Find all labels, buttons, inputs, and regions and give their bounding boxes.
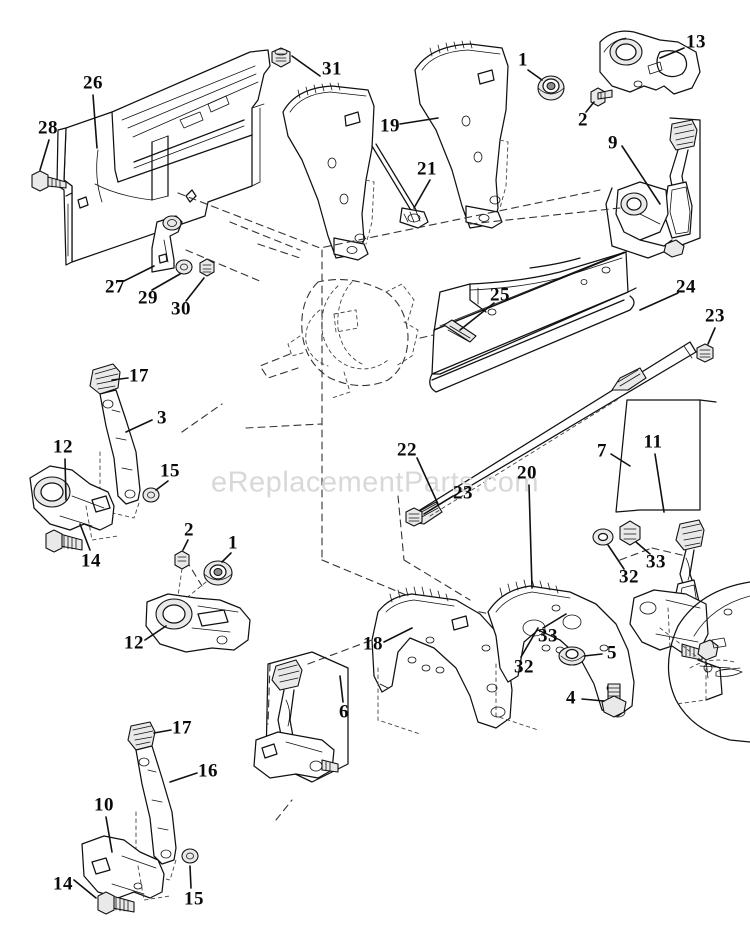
callout-number-33-locknut: 33: [646, 551, 666, 573]
callout-number-4-bolt: 4: [566, 687, 576, 709]
part-28-bolt: [31, 170, 67, 192]
part-16-lever-arm: [135, 745, 177, 881]
phantom-assembly-guides: [177, 189, 687, 821]
part-7-panel: [615, 399, 717, 513]
part-30-locknut: [199, 258, 215, 277]
callout-number-21-rod-link: 21: [417, 158, 437, 180]
callout-number-2-bolt: 2: [184, 519, 194, 541]
callout-number-26-console-housing: 26: [83, 72, 103, 94]
callout-number-15-washer: 15: [184, 888, 204, 910]
callout-number-23-locknut: 23: [453, 482, 473, 504]
part-26-console-housing: [56, 49, 271, 266]
part-23-locknut-upper: [696, 343, 714, 363]
callout-number-33-locknut: 33: [538, 625, 558, 647]
part-20-support-plate: [487, 579, 635, 731]
callout-number-24-shield-guard: 24: [676, 276, 696, 298]
phantom-transmission-assembly: [259, 279, 419, 399]
part-23-locknut-lower: [405, 507, 423, 527]
callout-number-19-side-panel: 19: [380, 115, 400, 137]
callout-number-2-bolt: 2: [578, 109, 588, 131]
callout-number-10-hub-bracket: 10: [94, 794, 114, 816]
part-11-lever-assembly: [629, 519, 723, 701]
callout-number-18-support-plate: 18: [363, 633, 383, 655]
callout-number-25-roll-pin: 25: [490, 284, 510, 306]
part-25-roll-pin: [443, 319, 477, 343]
part-4-bolt: [601, 683, 627, 718]
callout-number-12-hub-bracket: 12: [124, 632, 144, 654]
part-29-washer: [175, 259, 193, 275]
part-12-hub-bracket-upper: [29, 465, 119, 553]
part-32-washer-right: [592, 528, 614, 546]
callout-number-12-hub-bracket: 12: [53, 436, 73, 458]
part-3-lever-arm: [99, 389, 141, 519]
callout-number-32-washer: 32: [514, 656, 534, 678]
callout-number-5-flange-nut: 5: [607, 642, 617, 664]
callout-number-7-panel: 7: [597, 440, 607, 462]
callout-number-17-grip: 17: [172, 717, 192, 739]
part-24-shield-guard: [429, 251, 637, 393]
part-6-lever-assembly: [253, 651, 349, 783]
part-2-bolt-top: [590, 87, 613, 107]
part-17-grip-upper: [89, 363, 121, 395]
callout-number-17-grip: 17: [129, 365, 149, 387]
callout-number-30-locknut: 30: [171, 298, 191, 320]
part-13-shift-plate: [599, 30, 701, 95]
part-21-side-panel-front: [282, 82, 429, 261]
part-33-locknut-right: [619, 520, 641, 546]
callout-number-23-locknut: 23: [705, 305, 725, 327]
callout-number-31-locknut: 31: [322, 58, 342, 80]
callout-number-1-bearing: 1: [228, 532, 238, 554]
callout-number-27-bracket: 27: [105, 276, 125, 298]
callout-number-22-shaft: 22: [397, 439, 417, 461]
callout-number-6-lever-arm: 6: [339, 701, 349, 723]
part-12-hub-bracket-lower: [145, 593, 251, 653]
part-1-bearing-mid: [183, 560, 233, 601]
callout-number-16-lever-arm: 16: [198, 760, 218, 782]
part-5-flange-nut: [558, 646, 586, 666]
callout-number-9-lever-assembly: 9: [608, 132, 618, 154]
callout-number-20-support-plate: 20: [517, 462, 537, 484]
part-9-lever-assembly: [605, 117, 701, 259]
callout-number-14-bolt: 14: [53, 873, 73, 895]
part-31-locknut: [271, 47, 291, 68]
callout-number-11-lever: 11: [643, 431, 663, 453]
callout-number-29-washer: 29: [138, 287, 158, 309]
callout-number-32-washer: 32: [619, 566, 639, 588]
fender-wheel-outline: [659, 581, 750, 743]
callout-number-13-shift-plate: 13: [686, 31, 706, 53]
part-1-bearing-top: [537, 75, 565, 101]
callout-number-14-bolt: 14: [81, 550, 101, 572]
callout-number-1-bearing: 1: [518, 49, 528, 71]
callout-number-28-bolt: 28: [38, 117, 58, 139]
part-27-bracket: [151, 215, 183, 273]
part-15-washer-lower: [181, 848, 199, 864]
part-15-washer-upper: [142, 487, 160, 503]
callout-number-3-lever-arm: 3: [157, 407, 167, 429]
part-19-side-panel-rear: [414, 40, 509, 229]
callout-number-15-washer: 15: [160, 460, 180, 482]
part-10-hub-bracket: [81, 835, 171, 915]
